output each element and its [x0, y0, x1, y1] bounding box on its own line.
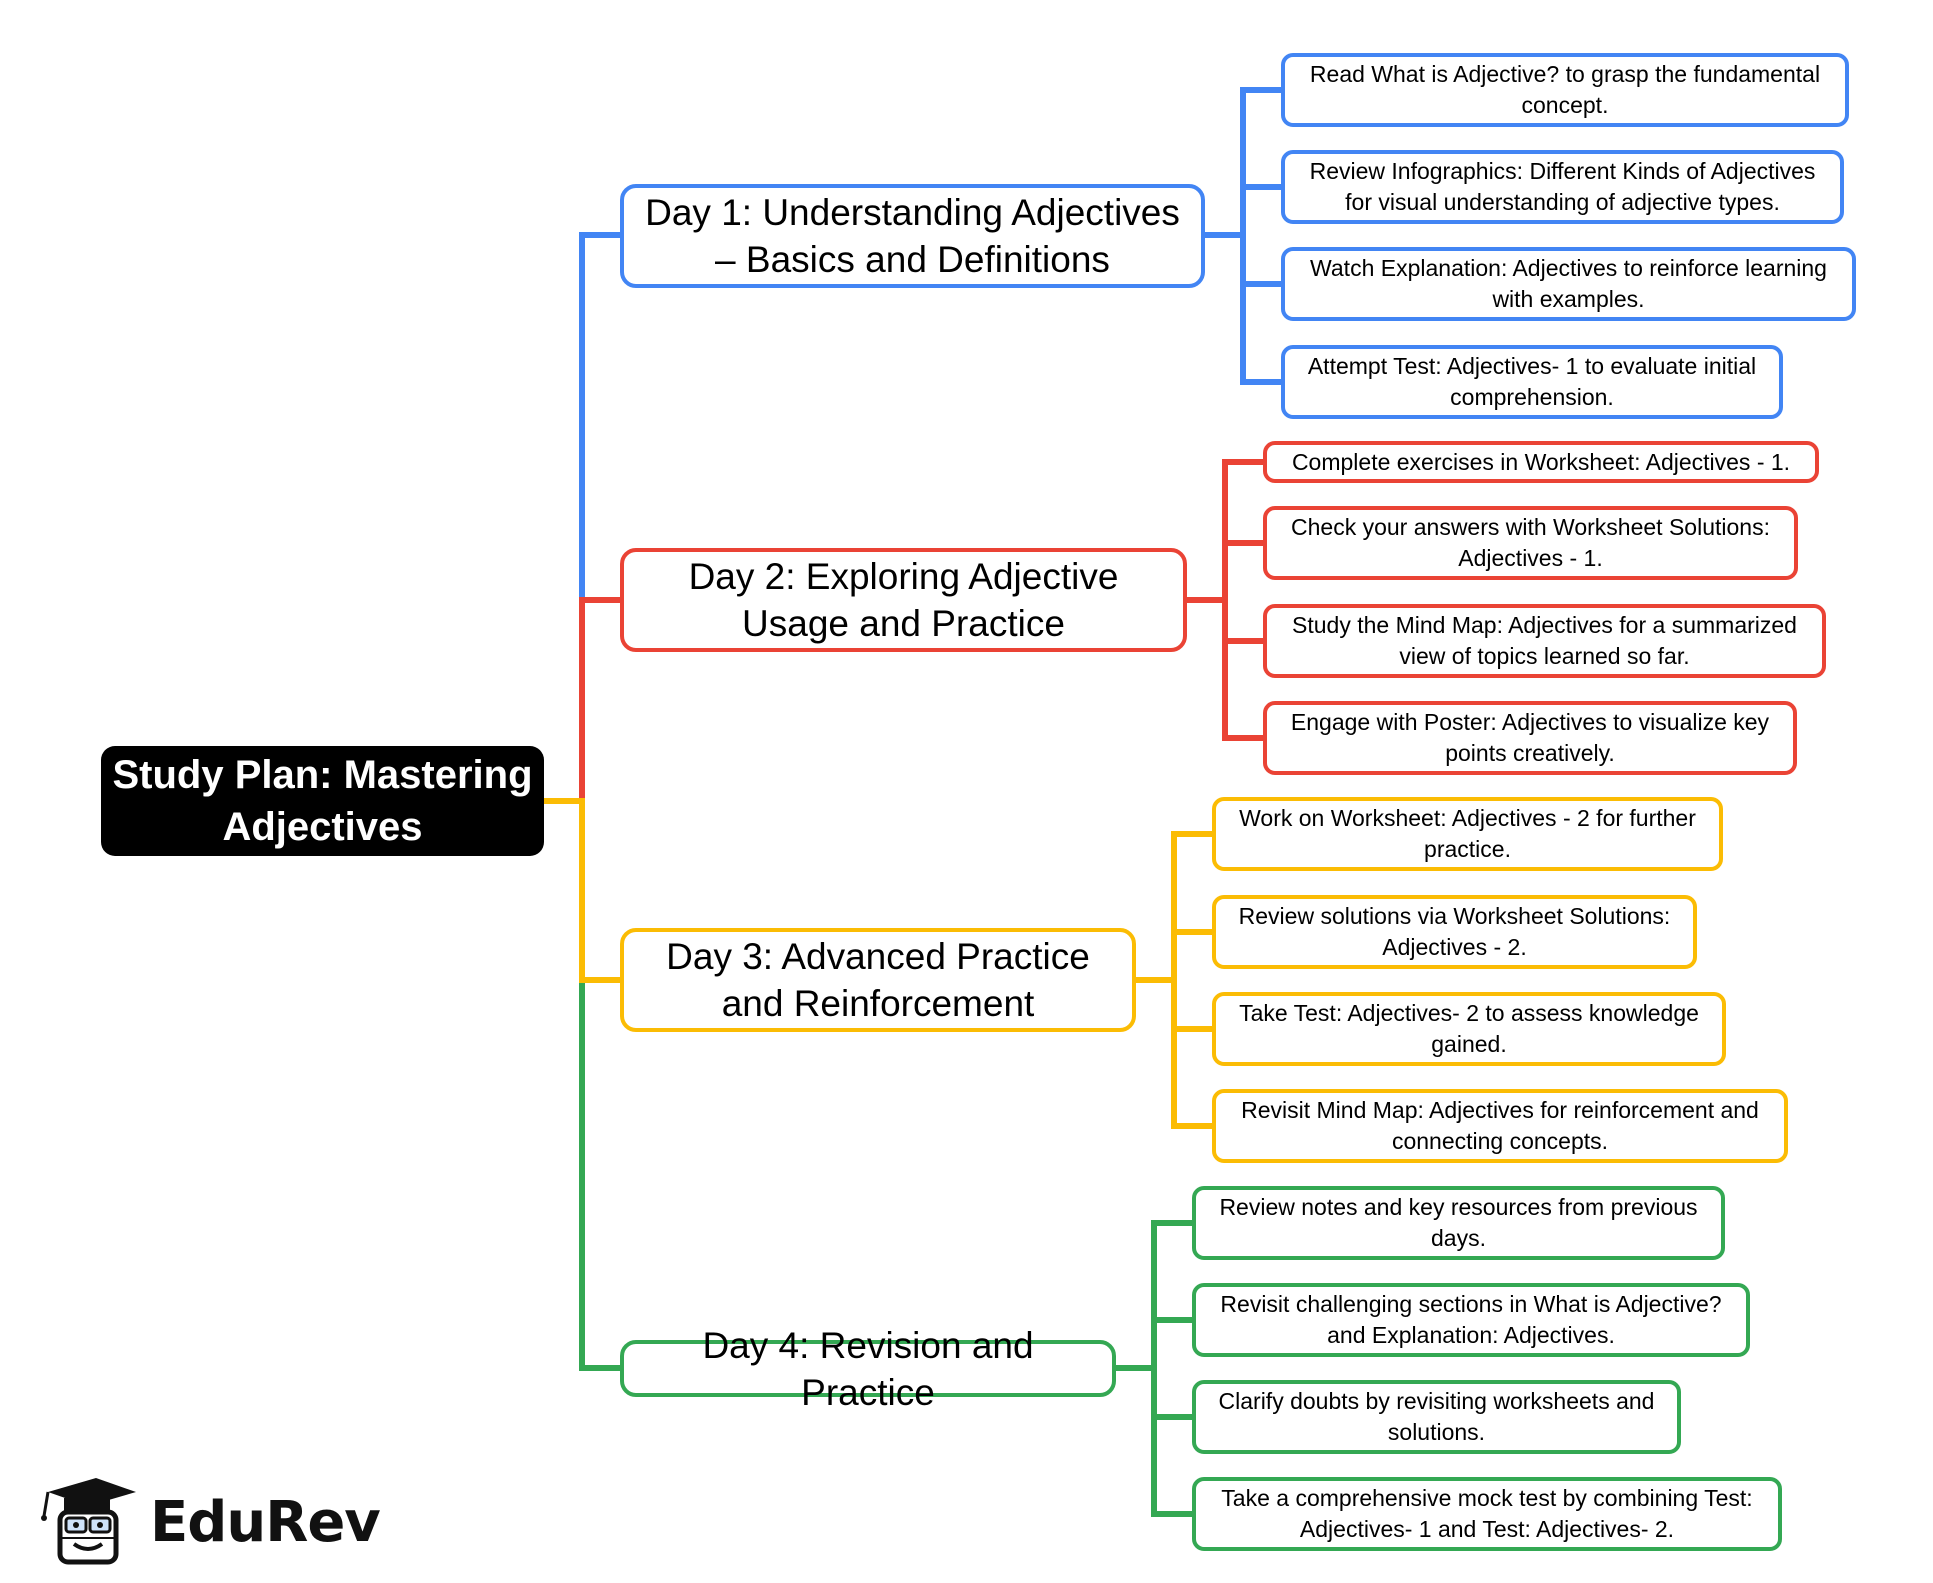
day2-task-3: Study the Mind Map: Adjectives for a sum…: [1263, 604, 1826, 678]
graduation-cap-mascot-icon: [41, 1478, 136, 1565]
day4-task-4: Take a comprehensive mock test by combin…: [1192, 1477, 1782, 1551]
day3-task-2: Review solutions via Worksheet Solutions…: [1212, 895, 1697, 969]
day1-task-1: Read What is Adjective? to grasp the fun…: [1281, 53, 1849, 127]
day4-title: Day 4: Revision and Practice: [702, 1324, 1034, 1413]
task-label: Review Infographics: Different Kinds of …: [1309, 158, 1816, 215]
task-label: Take a comprehensive mock test by combin…: [1221, 1485, 1753, 1542]
day2-branches: [1187, 459, 1263, 741]
edurev-logo: EduRev: [38, 1476, 381, 1568]
task-label: Review notes and key resources from prev…: [1219, 1194, 1698, 1251]
day3-task-4: Revisit Mind Map: Adjectives for reinfor…: [1212, 1089, 1788, 1163]
root-label: Study Plan: Mastering Adjectives: [112, 753, 533, 849]
day2-title: Day 2: Exploring Adjective Usage and Pra…: [688, 556, 1119, 644]
day2-node: Day 2: Exploring Adjective Usage and Pra…: [620, 548, 1187, 652]
day3-task-1: Work on Worksheet: Adjectives - 2 for fu…: [1212, 797, 1723, 871]
task-label: Complete exercises in Worksheet: Adjecti…: [1291, 448, 1791, 475]
day2-task-2: Check your answers with Worksheet Soluti…: [1263, 506, 1798, 580]
task-label: Check your answers with Worksheet Soluti…: [1291, 514, 1770, 571]
task-label: Attempt Test: Adjectives- 1 to evaluate …: [1307, 353, 1757, 410]
day3-title: Day 3: Advanced Practice and Reinforceme…: [666, 936, 1090, 1024]
day2-task-4: Engage with Poster: Adjectives to visual…: [1263, 701, 1797, 775]
trunk-connector-day4: [579, 983, 620, 1371]
day1-task-2: Review Infographics: Different Kinds of …: [1281, 150, 1844, 224]
day4-branches: [1116, 1220, 1192, 1517]
task-label: Review solutions via Worksheet Solutions…: [1238, 903, 1671, 960]
task-label: Study the Mind Map: Adjectives for a sum…: [1292, 612, 1797, 669]
trunk-connector-day3: [544, 798, 620, 983]
task-label: Clarify doubts by revisiting worksheets …: [1218, 1388, 1655, 1445]
task-label: Take Test: Adjectives- 2 to assess knowl…: [1239, 1000, 1699, 1057]
day4-task-3: Clarify doubts by revisiting worksheets …: [1192, 1380, 1681, 1454]
day1-task-3: Watch Explanation: Adjectives to reinfor…: [1281, 247, 1856, 321]
day1-title: Day 1: Understanding Adjectives – Basics…: [645, 192, 1180, 280]
day1-task-4: Attempt Test: Adjectives- 1 to evaluate …: [1281, 345, 1783, 419]
day3-task-3: Take Test: Adjectives- 2 to assess knowl…: [1212, 992, 1726, 1066]
task-label: Revisit challenging sections in What is …: [1220, 1291, 1722, 1348]
day3-node: Day 3: Advanced Practice and Reinforceme…: [620, 928, 1136, 1032]
task-label: Read What is Adjective? to grasp the fun…: [1309, 61, 1821, 118]
day4-node: Day 4: Revision and Practice: [620, 1325, 1116, 1413]
task-label: Revisit Mind Map: Adjectives for reinfor…: [1241, 1097, 1759, 1154]
logo-text: EduRev: [150, 1489, 381, 1555]
task-label: Engage with Poster: Adjectives to visual…: [1290, 709, 1770, 766]
day3-branches: [1136, 831, 1212, 1129]
task-label: Work on Worksheet: Adjectives - 2 for fu…: [1239, 805, 1696, 862]
task-label: Watch Explanation: Adjectives to reinfor…: [1310, 255, 1827, 312]
day4-task-1: Review notes and key resources from prev…: [1192, 1186, 1725, 1260]
trunk-connector-day2: [579, 597, 620, 801]
day1-node: Day 1: Understanding Adjectives – Basics…: [620, 184, 1205, 288]
day1-branches: [1205, 87, 1281, 385]
root-node: Study Plan: Mastering Adjectives: [101, 746, 544, 856]
day2-task-1: Complete exercises in Worksheet: Adjecti…: [1263, 441, 1819, 483]
day4-task-2: Revisit challenging sections in What is …: [1192, 1283, 1750, 1357]
